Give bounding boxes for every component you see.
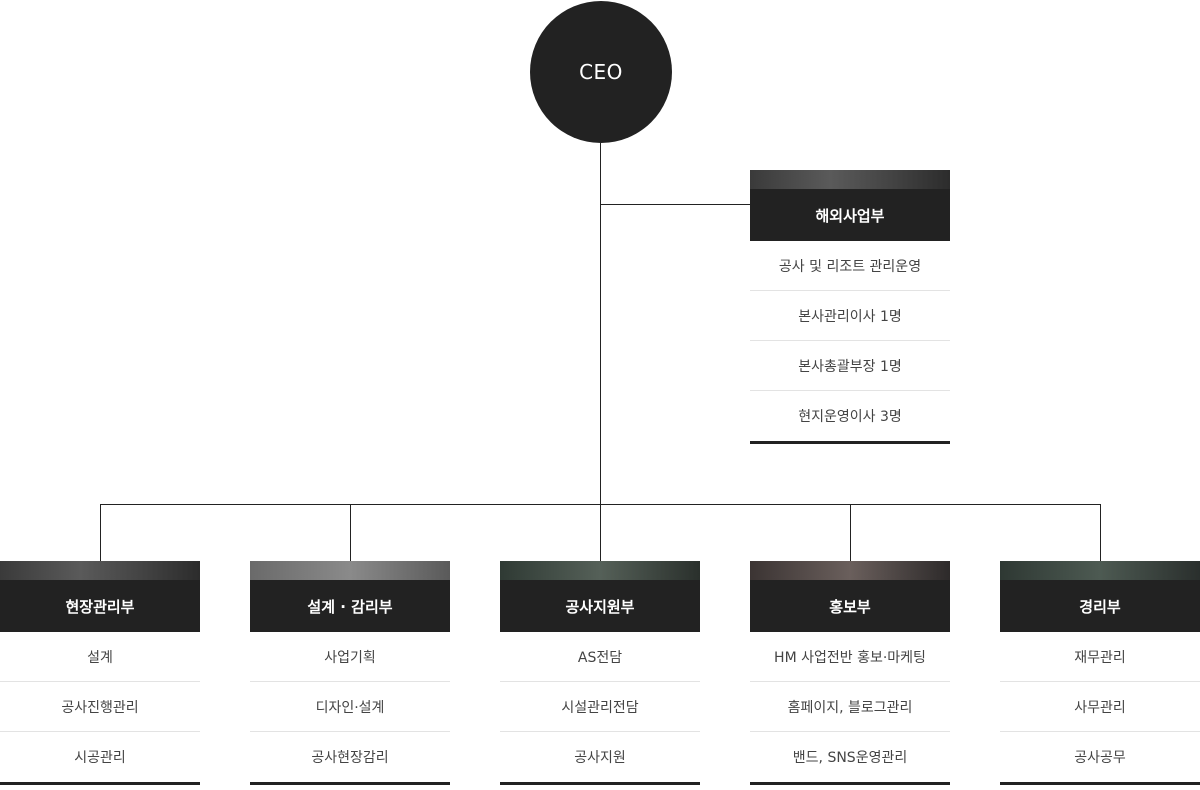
department-photo [250,561,450,580]
duty-item: 사무관리 [1000,682,1200,732]
connector-dept-2 [350,504,351,561]
connector-overseas-branch [600,204,750,205]
duty-item: 사업기획 [250,632,450,682]
department-title: 해외사업부 [750,189,950,241]
connector-dept-1 [100,504,101,561]
department-title: 설계 · 감리부 [250,580,450,632]
department-duty-list: HM 사업전반 홍보·마케팅 홈페이지, 블로그관리 밴드, SNS운영관리 [750,632,950,785]
duty-item: 공사진행관리 [0,682,200,732]
department-card-construction-support: 공사지원부 AS전담 시설관리전담 공사지원 [500,561,700,785]
department-card-accounting: 경리부 재무관리 사무관리 공사공무 [1000,561,1200,785]
department-photo [0,561,200,580]
duty-item: HM 사업전반 홍보·마케팅 [750,632,950,682]
department-title: 홍보부 [750,580,950,632]
duty-item: 디자인·설계 [250,682,450,732]
department-card-site-management: 현장관리부 설계 공사진행관리 시공관리 [0,561,200,785]
ceo-node: CEO [530,1,672,143]
department-photo [1000,561,1200,580]
duty-item: 공사 및 리조트 관리운영 [750,241,950,291]
department-duty-list: 사업기획 디자인·설계 공사현장감리 [250,632,450,785]
duty-item: 본사관리이사 1명 [750,291,950,341]
duty-item: 밴드, SNS운영관리 [792,750,908,766]
duty-item: 공사지원 [574,750,626,766]
department-duty-list: 공사 및 리조트 관리운영 본사관리이사 1명 본사총괄부장 1명 현지운영이사… [750,241,950,444]
department-title: 현장관리부 [0,580,200,632]
ceo-label: CEO [579,60,623,84]
duty-item: 설계 [0,632,200,682]
duty-item: 공사공무 [1074,750,1126,766]
duty-item: 시설관리전담 [500,682,700,732]
connector-dept-3 [600,504,601,561]
connector-dept-4 [850,504,851,561]
connector-dept-5 [1100,504,1101,561]
department-card-promotion: 홍보부 HM 사업전반 홍보·마케팅 홈페이지, 블로그관리 밴드, SNS운영… [750,561,950,785]
department-photo [500,561,700,580]
overseas-department-card: 해외사업부 공사 및 리조트 관리운영 본사관리이사 1명 본사총괄부장 1명 … [750,170,950,444]
department-title: 공사지원부 [500,580,700,632]
department-photo [750,561,950,580]
department-duty-list: 설계 공사진행관리 시공관리 [0,632,200,785]
connector-ceo-vertical [600,143,601,505]
duty-item: 재무관리 [1000,632,1200,682]
duty-item: 시공관리 [74,750,126,766]
department-photo [750,170,950,189]
department-title: 경리부 [1000,580,1200,632]
duty-item: 현지운영이사 3명 [798,409,902,425]
department-duty-list: AS전담 시설관리전담 공사지원 [500,632,700,785]
duty-item: 본사총괄부장 1명 [750,341,950,391]
department-duty-list: 재무관리 사무관리 공사공무 [1000,632,1200,785]
duty-item: AS전담 [500,632,700,682]
duty-item: 홈페이지, 블로그관리 [750,682,950,732]
duty-item: 공사현장감리 [311,750,389,766]
department-card-design-supervision: 설계 · 감리부 사업기획 디자인·설계 공사현장감리 [250,561,450,785]
